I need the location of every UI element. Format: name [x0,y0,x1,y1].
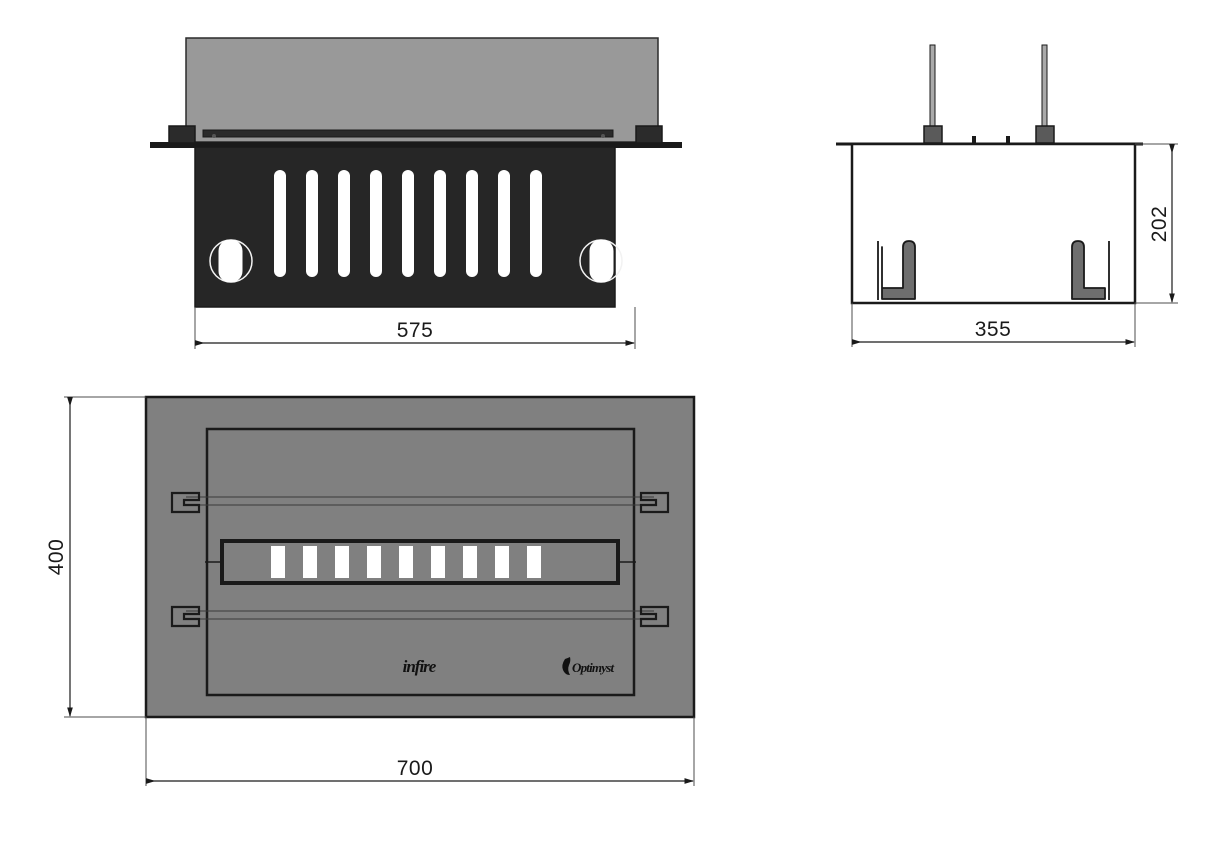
plan-slot [527,546,541,578]
side-dimension-355-label: 355 [975,318,1012,341]
side-centre-tab-left [972,136,976,144]
plan-view: infire Optimyst 400 700 [45,395,696,786]
front-slot [466,170,478,277]
optimyst-logo: Optimyst [562,657,615,675]
plan-slot [367,546,381,578]
front-bracket-right [635,125,663,144]
front-slot [338,170,350,277]
front-glass-panel [185,37,659,143]
front-louvre-slots [274,170,542,277]
plan-slot [431,546,445,578]
side-view: 202 355 [836,44,1178,347]
plan-grille-slots [271,546,541,578]
infire-logo: infire [403,657,438,676]
front-top-trim-bar [202,129,614,138]
front-slot [498,170,510,277]
front-knockout-left-slot [218,239,243,283]
side-rod-base-right [1035,125,1055,144]
side-foot-right [1071,240,1106,300]
front-slot [402,170,414,277]
front-slot [530,170,542,277]
front-dimension-575-label: 575 [397,319,434,342]
flame-icon [562,657,571,675]
side-rod-left [929,44,936,128]
plan-clip-top-right [639,491,670,514]
plan-grille-housing [220,539,620,585]
front-slot [306,170,318,277]
front-trim-screw-right [601,134,605,138]
front-slot [434,170,446,277]
plan-slot [495,546,509,578]
side-rod-base-left [923,125,943,144]
side-dimension-202-label: 202 [1148,206,1171,243]
plan-clip-bottom-left [170,605,201,628]
optimyst-logo-text: Optimyst [572,660,614,675]
side-body-outline [850,142,1137,305]
side-foot-left [881,240,916,300]
plan-slot [335,546,349,578]
side-centre-tab-right [1006,136,1010,144]
front-slot [274,170,286,277]
front-slot [370,170,382,277]
front-mounting-flange [150,142,682,148]
plan-slot [463,546,477,578]
front-bracket-left [168,125,196,144]
front-trim-screw-left [212,134,216,138]
side-rod-right [1041,44,1048,128]
plan-dimension-400-label: 400 [45,539,68,576]
plan-slot [271,546,285,578]
front-view: 575 [150,37,682,349]
plan-slot [399,546,413,578]
plan-dimension-700-label: 700 [397,757,434,780]
plan-clip-top-left [170,491,201,514]
plan-slot [303,546,317,578]
plan-clip-bottom-right [639,605,670,628]
front-knockout-right-slot [589,239,614,283]
infire-logo-text: infire [403,657,437,676]
